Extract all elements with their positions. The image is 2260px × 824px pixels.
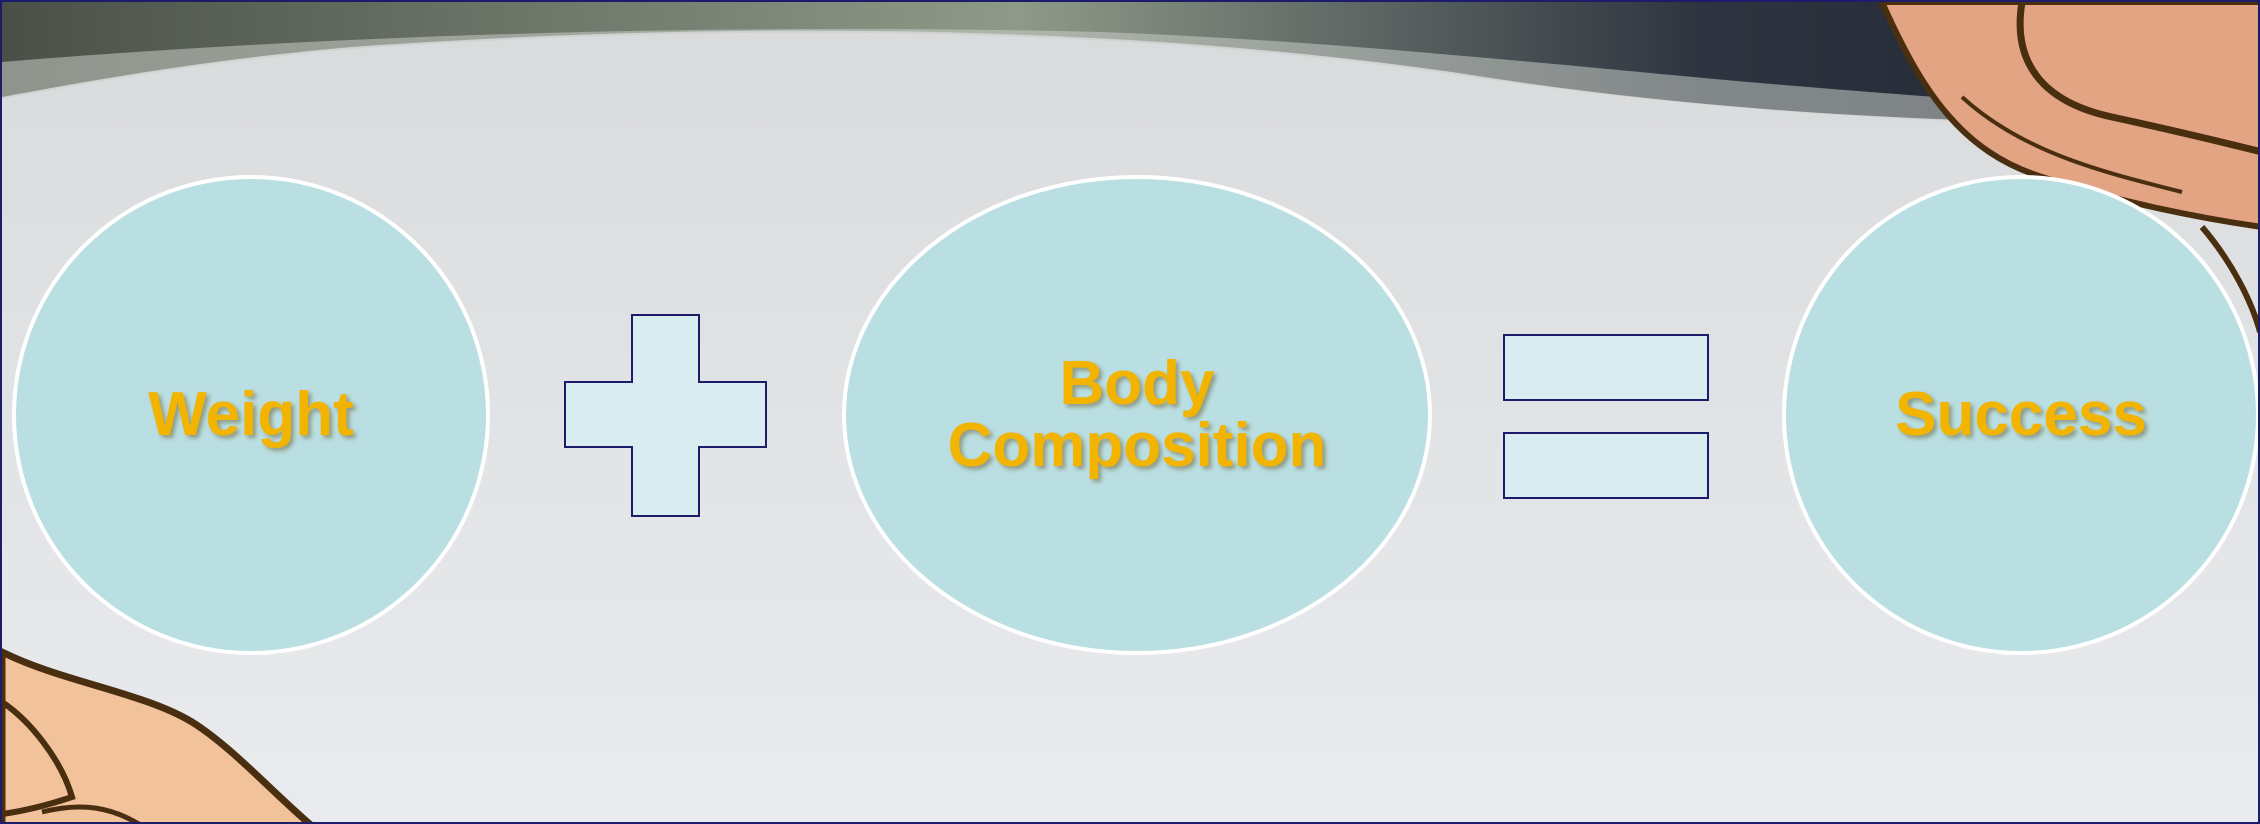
- weight-label-line: Weight: [148, 384, 354, 446]
- success-label: Success: [1895, 384, 2147, 446]
- body-composition-label: Body Composition: [948, 353, 1327, 477]
- plus-operator-icon: [563, 313, 769, 519]
- body-composition-label-line-1: Body: [948, 353, 1327, 415]
- body-composition-label-line-2: Composition: [948, 415, 1327, 477]
- success-label-line: Success: [1895, 384, 2147, 446]
- bottom-left-hand-illustration: [2, 652, 312, 824]
- success-circle: Success: [1782, 175, 2260, 655]
- weight-label: Weight: [148, 384, 354, 446]
- equals-operator-icon: [1502, 333, 1712, 503]
- weight-circle: Weight: [12, 175, 490, 655]
- body-composition-ellipse: Body Composition: [842, 175, 1432, 655]
